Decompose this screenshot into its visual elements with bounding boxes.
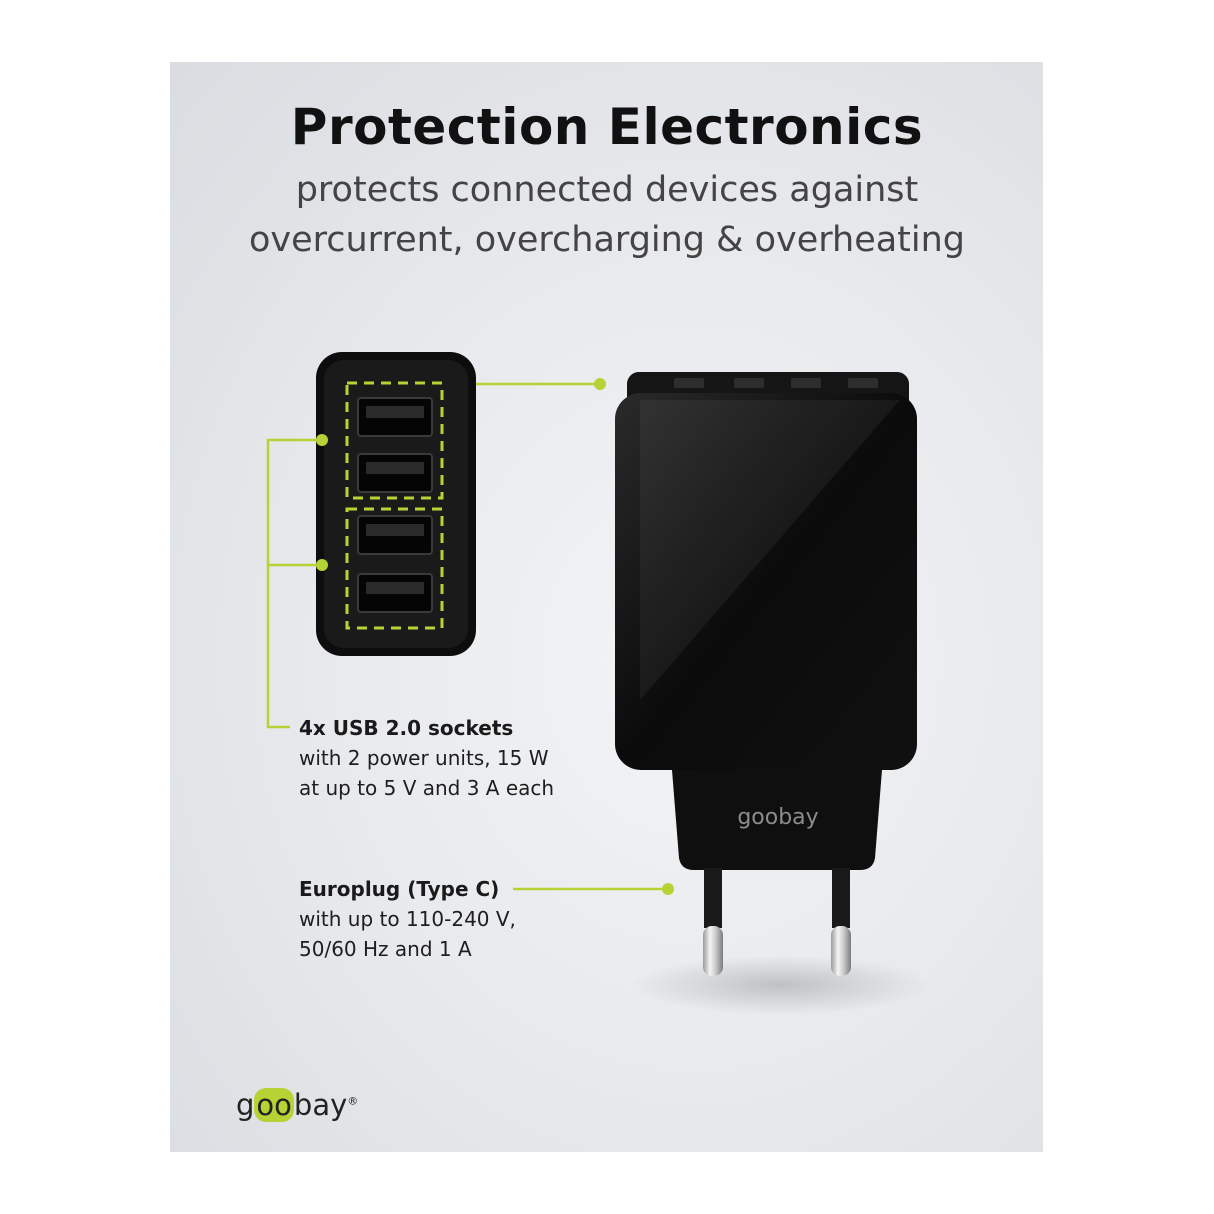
power-unit-1-outline	[345, 381, 444, 500]
brand-logo-prefix: g	[236, 1088, 255, 1122]
brand-logo-oo: oo	[254, 1088, 294, 1122]
plug-callout-line-2: 50/60 Hz and 1 A	[299, 937, 472, 961]
top-usb-port-3	[791, 378, 821, 388]
callout-dots	[316, 378, 674, 895]
usb-port-1	[357, 397, 433, 437]
plug-callout-line-1: with up to 110-240 V,	[299, 907, 516, 931]
charger-device: goobay	[615, 372, 930, 1015]
callout-dot-top	[594, 378, 606, 390]
top-usb-port-2	[734, 378, 764, 388]
callout-dot-unit-2	[316, 559, 328, 571]
usb-callout-line	[266, 438, 322, 729]
europlug-pins	[703, 868, 851, 976]
charger-plug-base	[672, 770, 882, 870]
power-unit-2-outline	[345, 507, 444, 630]
usb-port-2	[357, 453, 433, 493]
charger-shadow	[630, 955, 930, 1015]
pin-right	[831, 926, 851, 976]
charger-brand-imprint: goobay	[737, 805, 818, 830]
page-title: Protection Electronics	[290, 98, 924, 156]
usb-port-4	[357, 573, 433, 613]
charger-top-usb-ports	[674, 378, 878, 388]
usb-sockets-callout: 4x USB 2.0 sockets with 2 power units, 1…	[299, 713, 554, 803]
usb-port-3	[357, 515, 433, 555]
callout-dot-plug	[662, 883, 674, 895]
callout-lines	[266, 382, 668, 891]
pin-left	[703, 926, 723, 976]
brand-logo-suffix: bay	[293, 1088, 348, 1122]
brand-logo: goobay®	[236, 1088, 358, 1122]
subtitle-line-2: overcurrent, overcharging & overheating	[248, 220, 966, 260]
subtitle-line-1: protects connected devices against	[295, 170, 919, 210]
europlug-callout: Europlug (Type C) with up to 110-240 V, …	[299, 874, 516, 964]
usb-callout-heading: 4x USB 2.0 sockets	[299, 716, 514, 740]
usb-callout-line-2: at up to 5 V and 3 A each	[299, 776, 555, 800]
plug-callout-heading: Europlug (Type C)	[299, 877, 500, 901]
usb-callout-line-1: with 2 power units, 15 W	[299, 746, 549, 770]
top-usb-port-4	[848, 378, 878, 388]
charger-body-highlight	[640, 400, 900, 700]
top-usb-port-1	[674, 378, 704, 388]
charger-body	[615, 393, 917, 770]
pin-left-sleeve	[704, 868, 722, 928]
usb-panel-front-view	[316, 352, 476, 656]
pin-right-sleeve	[832, 868, 850, 928]
callout-dot-unit-1	[316, 434, 328, 446]
registered-mark: ®	[347, 1094, 359, 1108]
